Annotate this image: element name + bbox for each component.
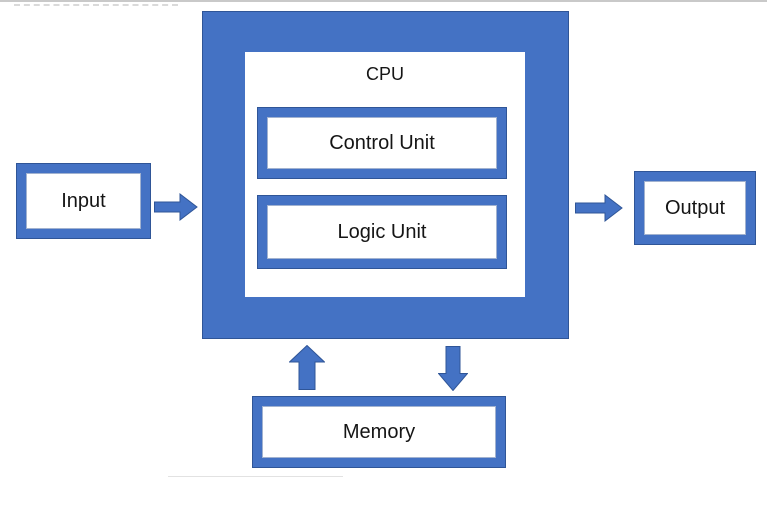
memory-label: Memory	[262, 406, 496, 458]
page-bottom-divider	[168, 476, 343, 477]
memory-box: Memory	[253, 397, 505, 467]
logic-unit-label: Logic Unit	[267, 205, 497, 259]
cpu-to-output-arrow-icon	[575, 194, 623, 222]
cpu-label: CPU	[365, 64, 404, 84]
control-unit-box: Control Unit	[258, 108, 506, 178]
page-top-border	[0, 0, 767, 2]
input-label: Input	[26, 173, 141, 229]
cpu-to-memory-arrow-icon	[438, 346, 468, 391]
selection-dashes	[14, 4, 178, 6]
logic-unit-box: Logic Unit	[258, 196, 506, 268]
input-to-cpu-arrow-icon	[154, 193, 198, 221]
output-label: Output	[644, 181, 746, 235]
input-box: Input	[17, 164, 150, 238]
output-box: Output	[635, 172, 755, 244]
control-unit-label: Control Unit	[267, 117, 497, 169]
memory-to-cpu-arrow-icon	[289, 345, 325, 390]
